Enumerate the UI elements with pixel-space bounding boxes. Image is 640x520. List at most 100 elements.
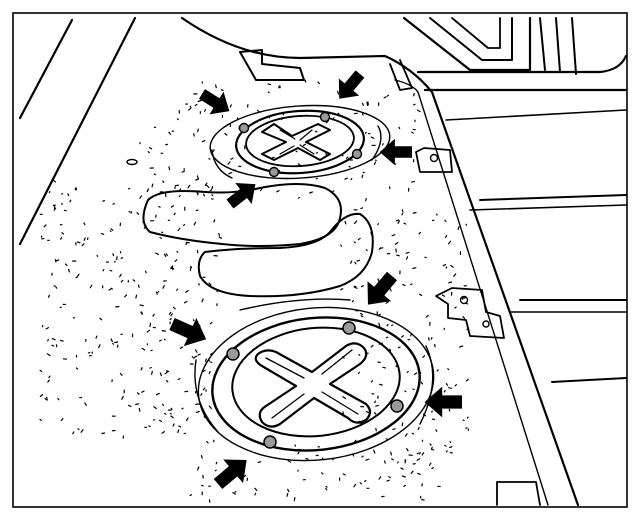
speckle: [436, 213, 438, 216]
speckle: [351, 300, 354, 303]
speckle: [287, 459, 292, 463]
speckle: [317, 81, 320, 85]
speckle: [194, 103, 198, 107]
speckle: [360, 315, 364, 318]
speckle: [188, 107, 192, 111]
speckle: [48, 375, 51, 379]
speckle: [189, 105, 192, 109]
speckle: [120, 279, 124, 283]
speckle: [230, 157, 234, 160]
speckle: [195, 209, 199, 212]
speckle: [202, 369, 206, 373]
speckle: [445, 450, 448, 453]
speckle: [192, 319, 195, 322]
speckle: [227, 161, 231, 165]
speckle: [83, 222, 86, 226]
speckle: [159, 339, 162, 342]
speckle: [172, 306, 176, 310]
speckle: [146, 188, 149, 193]
speckle: [211, 186, 214, 190]
speckle: [429, 443, 432, 446]
speckle: [375, 404, 379, 407]
speckle: [453, 273, 457, 277]
speckle: [181, 171, 185, 173]
speckle: [128, 404, 132, 407]
speckle: [59, 339, 64, 342]
speckle: [443, 390, 446, 393]
speckle: [115, 256, 118, 261]
speckle: [200, 393, 203, 396]
speckle: [386, 479, 390, 482]
speckle: [457, 226, 460, 230]
speckle: [345, 156, 349, 159]
speckle: [141, 390, 145, 393]
speckle: [389, 348, 392, 352]
speckle: [417, 426, 420, 431]
speckle: [380, 247, 384, 249]
speckle: [374, 412, 377, 415]
speckle: [185, 289, 189, 293]
speckle: [412, 267, 417, 270]
speckle: [47, 379, 51, 383]
speckle: [391, 234, 396, 237]
rear-rail-structure: [402, 16, 628, 506]
speckle: [193, 133, 195, 137]
speckle: [135, 403, 140, 406]
speckle: [342, 396, 347, 400]
speckle: [462, 419, 465, 422]
speckle: [297, 451, 300, 455]
speckle: [39, 418, 42, 421]
speckle: [398, 126, 401, 130]
speckle: [176, 118, 179, 121]
speckle: [155, 291, 158, 295]
speckle: [153, 406, 157, 410]
speckle: [340, 288, 344, 291]
speckle: [344, 177, 348, 180]
speckle: [293, 497, 296, 502]
speckle: [406, 448, 409, 452]
speckle: [54, 259, 57, 263]
speckle: [44, 398, 47, 400]
speckle: [153, 173, 157, 176]
speckle: [454, 306, 457, 309]
speckle: [401, 335, 404, 338]
speckle: [391, 458, 394, 461]
speckle: [259, 188, 263, 192]
speckle: [447, 368, 450, 371]
speckle: [202, 387, 206, 391]
speckle: [404, 433, 408, 437]
speckle: [185, 241, 190, 244]
speckle: [135, 294, 138, 299]
speckle: [170, 313, 173, 317]
speckle: [170, 265, 174, 269]
speckle: [166, 380, 169, 383]
speckle: [47, 294, 51, 298]
speckle: [215, 461, 218, 465]
speckle: [410, 470, 414, 474]
speckle: [132, 279, 136, 282]
speckle: [385, 336, 389, 339]
speckle: [83, 237, 86, 241]
speckle: [424, 256, 427, 259]
speckle: [168, 311, 172, 315]
speckle: [419, 293, 423, 297]
fastener: [226, 347, 240, 361]
speckle: [429, 462, 432, 466]
speckle: [204, 108, 207, 112]
speckle: [121, 395, 124, 400]
speckle: [353, 112, 358, 115]
speckle: [208, 282, 212, 286]
speckle: [276, 190, 280, 193]
speckle: [179, 346, 184, 349]
speckle: [396, 254, 400, 257]
speckle: [430, 337, 433, 340]
speckle: [294, 444, 297, 447]
speckle: [431, 410, 433, 413]
speckle: [161, 403, 164, 406]
speckle: [365, 249, 368, 251]
fastener: [263, 435, 277, 449]
speckle: [51, 338, 56, 341]
speckle: [170, 415, 174, 419]
speckle: [411, 180, 416, 183]
